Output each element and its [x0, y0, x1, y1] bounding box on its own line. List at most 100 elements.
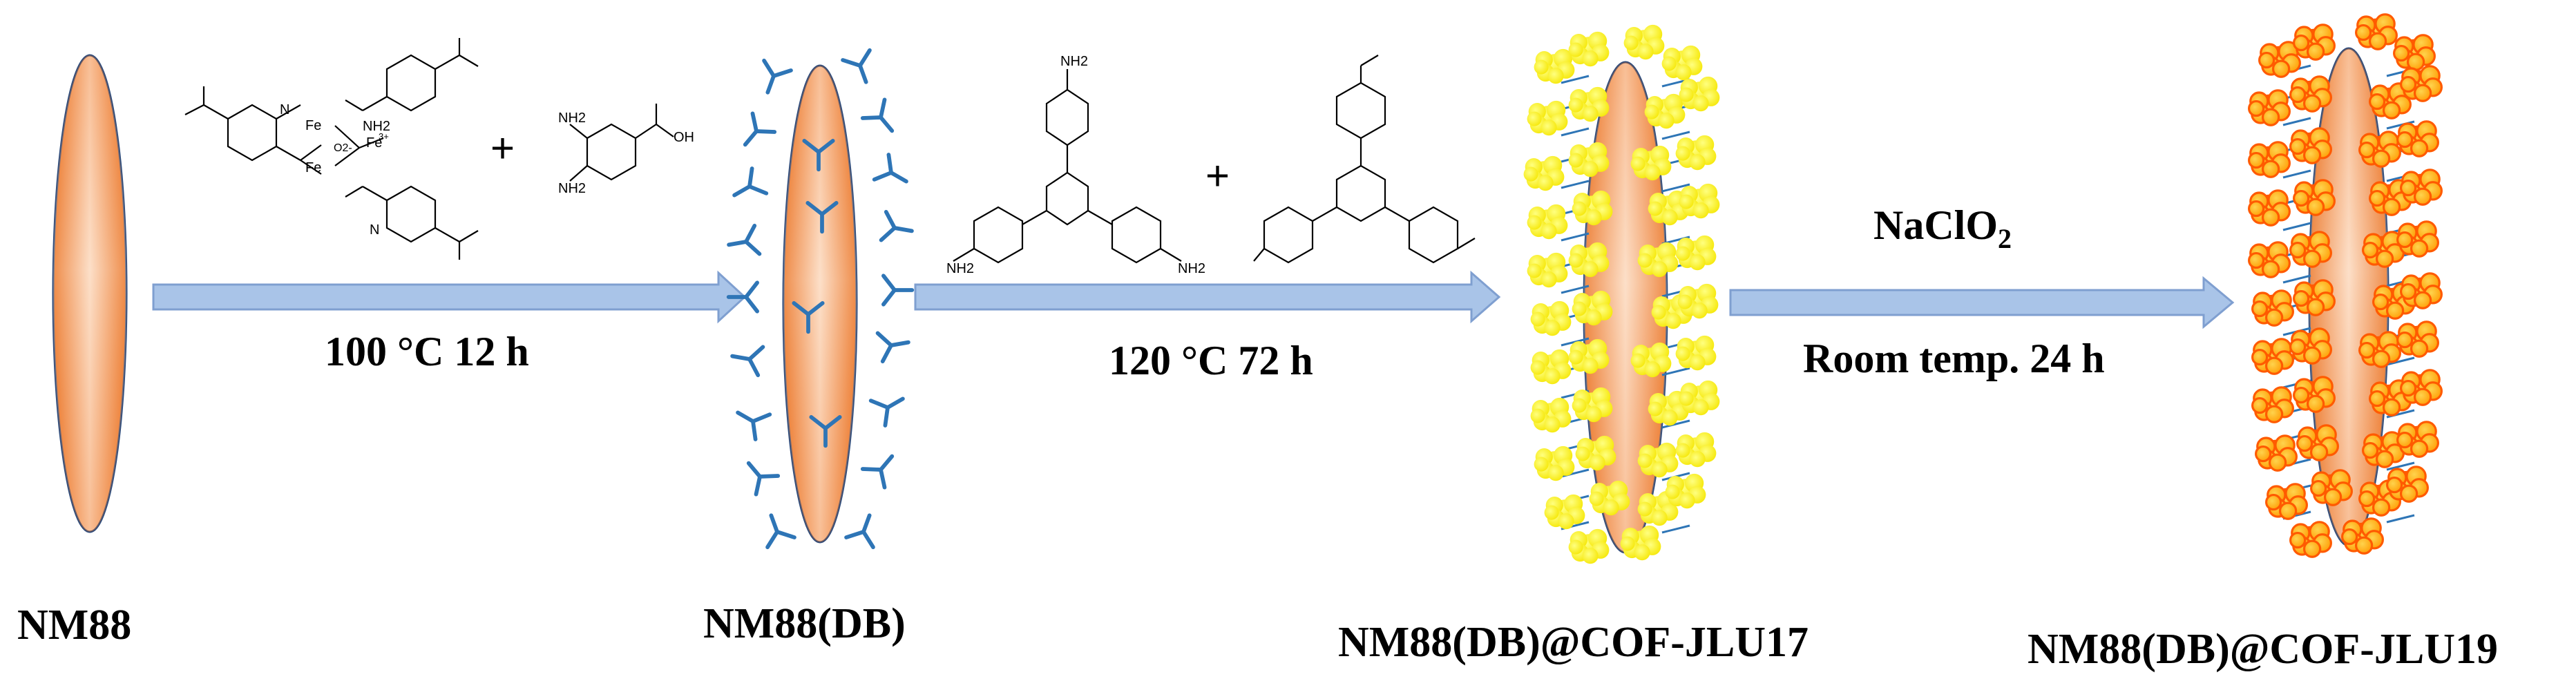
cof17-particle: [1630, 342, 1672, 378]
cof17-particle: [1568, 528, 1610, 564]
linker-line: [1561, 127, 1590, 137]
nh2-label-3: NH2: [558, 181, 586, 196]
linker-line: [1561, 337, 1590, 347]
cof19-particle: [2362, 231, 2405, 268]
linker-line: [2282, 169, 2311, 179]
o2-center: O2-: [334, 142, 352, 154]
n-label-2: N: [370, 222, 380, 238]
cof17-particle: [1568, 86, 1610, 122]
cof19-particle: [2400, 272, 2443, 309]
cof17-particle: [1630, 145, 1672, 181]
linker-line: [2282, 222, 2311, 231]
cof19-particle: [2310, 469, 2353, 506]
cof17-particle: [1527, 252, 1568, 288]
cof19-particle: [2400, 169, 2443, 206]
reaction-arrow-2: [914, 270, 1501, 324]
linker-line: [1561, 180, 1590, 189]
cof19-particle: [2393, 34, 2436, 71]
linker-line: [1661, 419, 1690, 429]
cof17-particle: [1534, 445, 1575, 481]
linker-line: [2386, 120, 2415, 130]
cof17-particle: [1530, 397, 1572, 433]
linker-line: [1661, 131, 1690, 140]
cof17-particle: [1572, 290, 1613, 326]
linker-line: [2282, 274, 2311, 284]
triazine-triamine-molecule: [953, 69, 1182, 264]
cof17-particle: [1527, 100, 1568, 136]
cof19-particle: [2248, 141, 2291, 178]
cof19-particle: [2293, 279, 2336, 316]
cof17-particle: [1675, 335, 1717, 371]
cof17-particle: [1568, 338, 1610, 374]
cof19-particle: [2258, 41, 2301, 78]
cof17-particle: [1637, 442, 1679, 478]
linker: [726, 280, 759, 314]
linker: [841, 48, 872, 84]
fe-label-c: Fe: [366, 135, 383, 151]
cof17-particle: [1637, 242, 1679, 278]
nh2-label-6: NH2: [1178, 261, 1206, 276]
linker: [802, 139, 835, 172]
linker-line: [2386, 461, 2415, 471]
step3-reagent-subscript: 2: [1998, 223, 2012, 254]
cof17-particle: [1523, 155, 1565, 191]
cof19-particle: [2293, 179, 2336, 216]
linker: [762, 58, 793, 95]
fe-cluster-molecule: [184, 38, 479, 260]
linker: [860, 97, 895, 133]
cof19-particle: [2341, 517, 2384, 555]
cof19-particle: [2369, 379, 2412, 416]
cof17-particle: [1661, 45, 1703, 81]
linker: [730, 345, 765, 378]
step3-condition: Room temp. 24 h: [1803, 336, 2105, 381]
nm88-label: NM88: [17, 602, 132, 649]
cof17-particle: [1575, 435, 1616, 471]
cof19-particle: [2251, 289, 2294, 327]
linker: [879, 209, 914, 242]
nm88-db-cof-jlu19-rod: [2308, 47, 2389, 547]
linker: [792, 301, 825, 334]
cof19-particle: [2289, 521, 2332, 558]
cof19-particle: [2289, 231, 2332, 268]
cof17-particle: [1568, 142, 1610, 178]
cof19-particle: [2355, 13, 2398, 50]
reaction-arrow-1: [152, 270, 747, 324]
cof17-particle: [1544, 494, 1585, 530]
nm88-db-cof-jlu17-label: NM88(DB)@COF-JLU17: [1338, 619, 1809, 666]
linker: [881, 274, 915, 307]
cof17-particle: [1568, 242, 1610, 278]
diaminobenzoic-acid-molecule: [569, 104, 674, 182]
cof17-particle: [1572, 190, 1613, 226]
cof19-particle: [2289, 327, 2332, 365]
cof17-particle: [1675, 432, 1717, 468]
fe-charge: 3+: [379, 131, 389, 142]
surface-linkers: [726, 48, 915, 550]
cof19-particle: [2369, 82, 2412, 119]
cof17-particle: [1572, 387, 1613, 423]
cof19-particle: [2293, 376, 2336, 413]
oh-label: OH: [674, 130, 694, 145]
cof-jlu19-particles: [2248, 13, 2443, 558]
nh2-label-2: NH2: [558, 111, 586, 126]
cof17-particle: [1677, 283, 1719, 319]
step3-reagent: NaClO2: [1873, 202, 2012, 254]
reaction-arrow-3: [1729, 276, 2235, 329]
cof19-particle: [2289, 127, 2332, 164]
cof17-particle: [1589, 480, 1630, 516]
cof19-particle: [2265, 483, 2308, 520]
cof17-particle: [1527, 204, 1568, 240]
cof19-particle: [2296, 424, 2339, 461]
linker: [743, 111, 777, 147]
plus-sign-2: +: [1205, 153, 1230, 199]
linker: [727, 223, 762, 256]
fe-label-b: Fe: [305, 160, 322, 175]
n-label-1: N: [280, 102, 290, 117]
linker: [809, 415, 842, 448]
cof19-particle: [2396, 220, 2439, 258]
linker: [732, 166, 769, 198]
cof17-particle: [1534, 48, 1575, 84]
cof17-particle: [1530, 300, 1572, 336]
linker: [805, 201, 839, 234]
cof17-particle: [1637, 490, 1679, 526]
cof17-particle: [1675, 235, 1717, 271]
